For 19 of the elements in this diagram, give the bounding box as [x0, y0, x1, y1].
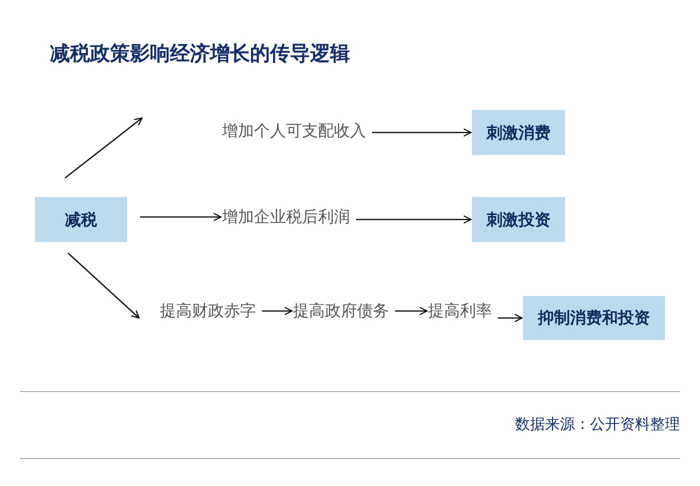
arrow — [356, 215, 472, 224]
step-text: 增加企业税后利润 — [222, 206, 352, 228]
process-box: 抑制消费和投资 — [523, 296, 665, 340]
arrow — [68, 252, 140, 319]
step-text: 增加个人可支配收入 — [222, 120, 368, 142]
process-box: 刺激投资 — [472, 197, 565, 242]
arrow — [498, 314, 523, 322]
arrow — [262, 306, 293, 316]
process-box: 刺激消费 — [472, 110, 565, 155]
diagram-title: 减税政策影响经济增长的传导逻辑 — [50, 40, 350, 67]
step-text: 提高政府债务 — [293, 300, 391, 322]
step-text: 提高利率 — [428, 300, 494, 322]
arrow — [64, 117, 143, 179]
source-note: 数据来源：公开资料整理 — [515, 414, 680, 435]
process-box: 减税 — [35, 197, 127, 242]
step-text: 提高财政赤字 — [160, 300, 258, 322]
arrow — [372, 128, 472, 137]
arrow — [140, 212, 222, 222]
arrow — [395, 306, 428, 316]
